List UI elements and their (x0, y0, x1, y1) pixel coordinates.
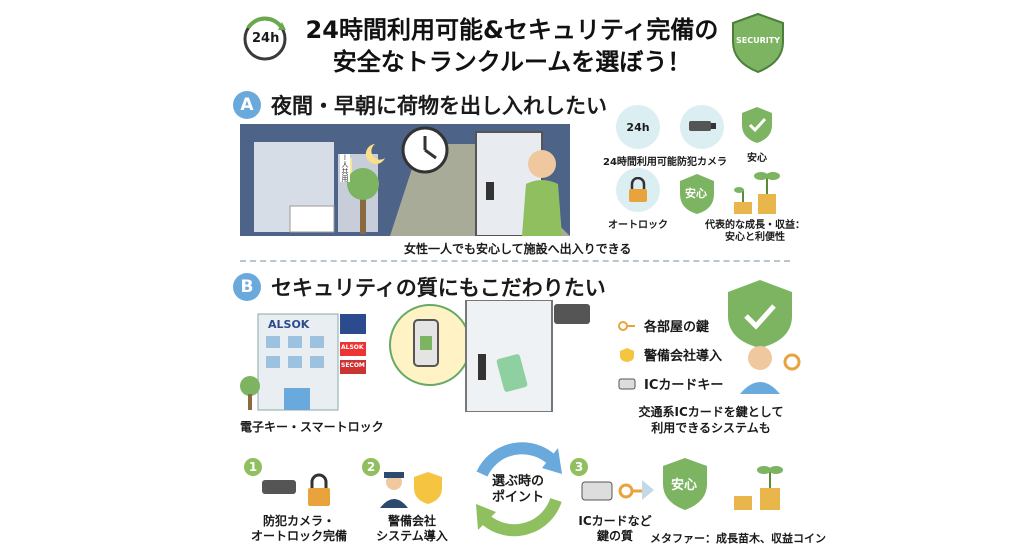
section-b-feature-list: 各部屋の鍵 警備会社導入 ICカードキー (618, 316, 723, 403)
lock-icon (616, 168, 660, 212)
ic-caption-line-1: 交通系ICカードを鍵として (638, 405, 784, 419)
guard-shield-icon (380, 472, 442, 508)
center-line-1: 選ぶ時の (491, 474, 544, 489)
point-1-caption: 防犯カメラ・ オートロック完備 (244, 514, 354, 544)
section-b-building-caption: 電子キー・スマートロック (240, 420, 384, 434)
metaphor-shield-text: 安心 (671, 478, 698, 493)
feature-24h: 24h 24時間利用可能 (603, 105, 677, 168)
list-item-ic-card: ICカードキー (618, 374, 723, 393)
brand-secom: SECOM (341, 362, 365, 369)
center-line-2: ポイント (491, 490, 544, 505)
growth-line-1: 代表的な成長・収益： (705, 220, 805, 231)
camera-icon (680, 105, 724, 149)
section-b-badge: B (233, 273, 261, 301)
title-line-1: 24時間利用可能&セキュリティ完備の (305, 16, 719, 44)
metaphor-shield-icon: 安心 (660, 456, 710, 512)
key-icon (618, 320, 635, 331)
point-2: 2 警備会社 システム導入 (362, 458, 462, 543)
shield-icon (680, 174, 714, 214)
list-item-room-key-label: 各部屋の鍵 (644, 320, 710, 335)
section-a-title: 夜間・早朝に荷物を出し入れしたい (271, 94, 607, 118)
feature-anshin-shield: 安心 (677, 172, 717, 216)
metaphor-plant-coin-icon (730, 462, 792, 516)
point-2-caption: 警備会社 システム導入 (362, 514, 462, 544)
cycle-arrows-icon: 選ぶ時の ポイント (462, 430, 574, 548)
list-item-ic-card-label: ICカードキー (644, 378, 724, 393)
point-2-line-1: 警備会社 (387, 514, 436, 528)
title-line-2: 安全なトランクルームを選ぼう！ (332, 48, 692, 76)
page-title: 24時間利用可能&セキュリティ完備の 安全なトランクルームを選ぼう！ (0, 14, 1024, 78)
ic-card-caption: 交通系ICカードを鍵として 利用できるシステムも (636, 404, 786, 436)
badge-star-icon (620, 347, 634, 362)
section-divider (240, 260, 790, 262)
list-item-security-company: 警備会社導入 (618, 345, 723, 364)
chevron-right-icon (640, 478, 656, 506)
person-with-key-illustration (718, 276, 802, 394)
feature-camera: 防犯カメラ (672, 105, 732, 168)
smartlock-illustration (380, 299, 600, 413)
section-a-heading: A 夜間・早朝に荷物を出し入れしたい (233, 90, 607, 120)
point-1-line-1: 防犯カメラ・ (262, 514, 335, 528)
point-1: 1 防犯カメラ・ オートロック完備 (244, 458, 354, 543)
brand-alsok-small: ALSOK (341, 344, 364, 351)
header-clock-label: 24h (252, 31, 280, 46)
24h-clock-icon: 24h (616, 105, 660, 149)
feature-growth-label: 代表的な成長・収益： 安心と利便性 (702, 220, 808, 244)
point-3-caption: ICカードなど 鍵の質 (570, 514, 660, 544)
brand-alsok-main: ALSOK (268, 318, 310, 331)
ic-caption-line-2: 利用できるシステムも (651, 421, 771, 435)
feature-autolock-label: オートロック (608, 220, 668, 231)
points-center-label: 選ぶ時の ポイント (462, 474, 574, 506)
header-clock-icon: 24h (240, 14, 290, 64)
plant-coin-icon (734, 172, 780, 214)
camera-lock-icon (262, 473, 330, 506)
point-2-line-2: システム導入 (376, 529, 448, 543)
section-a-caption: 女性一人でも安心して施設へ出入りできる (404, 242, 632, 256)
shield-anshin-text: 安心 (685, 187, 707, 200)
list-item-security-company-label: 警備会社導入 (644, 349, 723, 364)
point-3-line-1: ICカードなど (578, 514, 652, 528)
point-3-line-2: 鍵の質 (596, 529, 633, 543)
point-1-number: 1 (244, 458, 262, 476)
point-2-number: 2 (362, 458, 380, 476)
feature-anshin-label: 安心 (747, 153, 767, 164)
point-1-line-2: オートロック完備 (250, 529, 347, 543)
feature-24h-label: 24時間利用可能 (603, 157, 677, 168)
metaphor-caption: メタファー：成長苗木、収益コイン (650, 532, 826, 545)
building-sign: ー人共用 (340, 154, 350, 182)
feature-autolock: オートロック (603, 168, 673, 231)
point-3: 3 ICカードなど 鍵の質 (570, 458, 660, 543)
shield-check-icon (735, 105, 779, 149)
header-shield-label: SECURITY (736, 36, 780, 45)
growth-line-2: 安心と利便性 (725, 232, 785, 243)
section-a-badge: A (233, 91, 261, 119)
point-3-number: 3 (570, 458, 588, 476)
section-b-heading: B セキュリティの質にもこだわりたい (233, 272, 606, 302)
list-item-room-key: 各部屋の鍵 (618, 316, 723, 335)
header-security-shield-icon: SECURITY (730, 12, 786, 74)
night-scene-illustration: ー人共用 (240, 124, 570, 237)
office-building-illustration: ALSOK ALSOK SECOM (240, 308, 370, 412)
card-icon (618, 378, 636, 389)
section-b-title: セキュリティの質にもこだわりたい (271, 276, 606, 300)
feature-camera-label: 防犯カメラ (677, 157, 727, 168)
feature-anshin-check: 安心 (735, 105, 779, 164)
feature-growth (728, 168, 790, 216)
